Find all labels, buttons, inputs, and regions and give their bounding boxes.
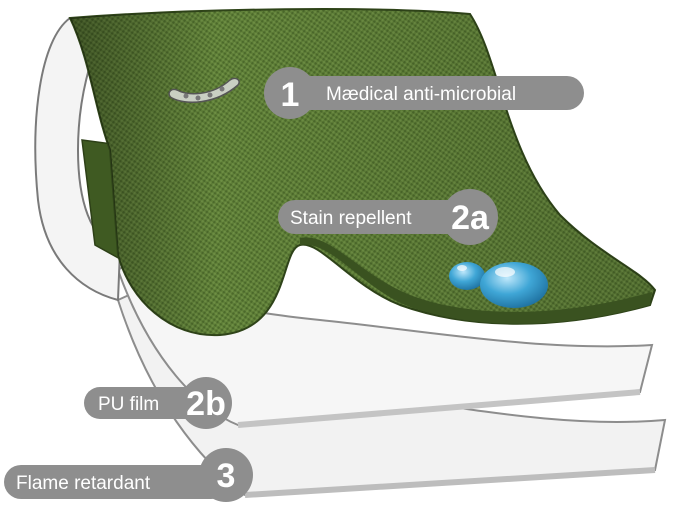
label-flame-text: Flame retardant [16,473,151,494]
fabric-top-layer [70,9,655,335]
label-stain-number: 2a [451,199,490,237]
label-flame-number: 3 [217,457,236,495]
label-antimicrobial-number: 1 [281,76,300,114]
label-pu-film-number: 2b [186,385,226,423]
label-pu-film-text: PU film [98,394,159,415]
label-antimicrobial-text: Mædical anti-microbial [326,84,516,105]
label-flame-retardant: Flame retardant 3 [4,448,253,502]
label-stain-text: Stain repellent [290,208,412,229]
